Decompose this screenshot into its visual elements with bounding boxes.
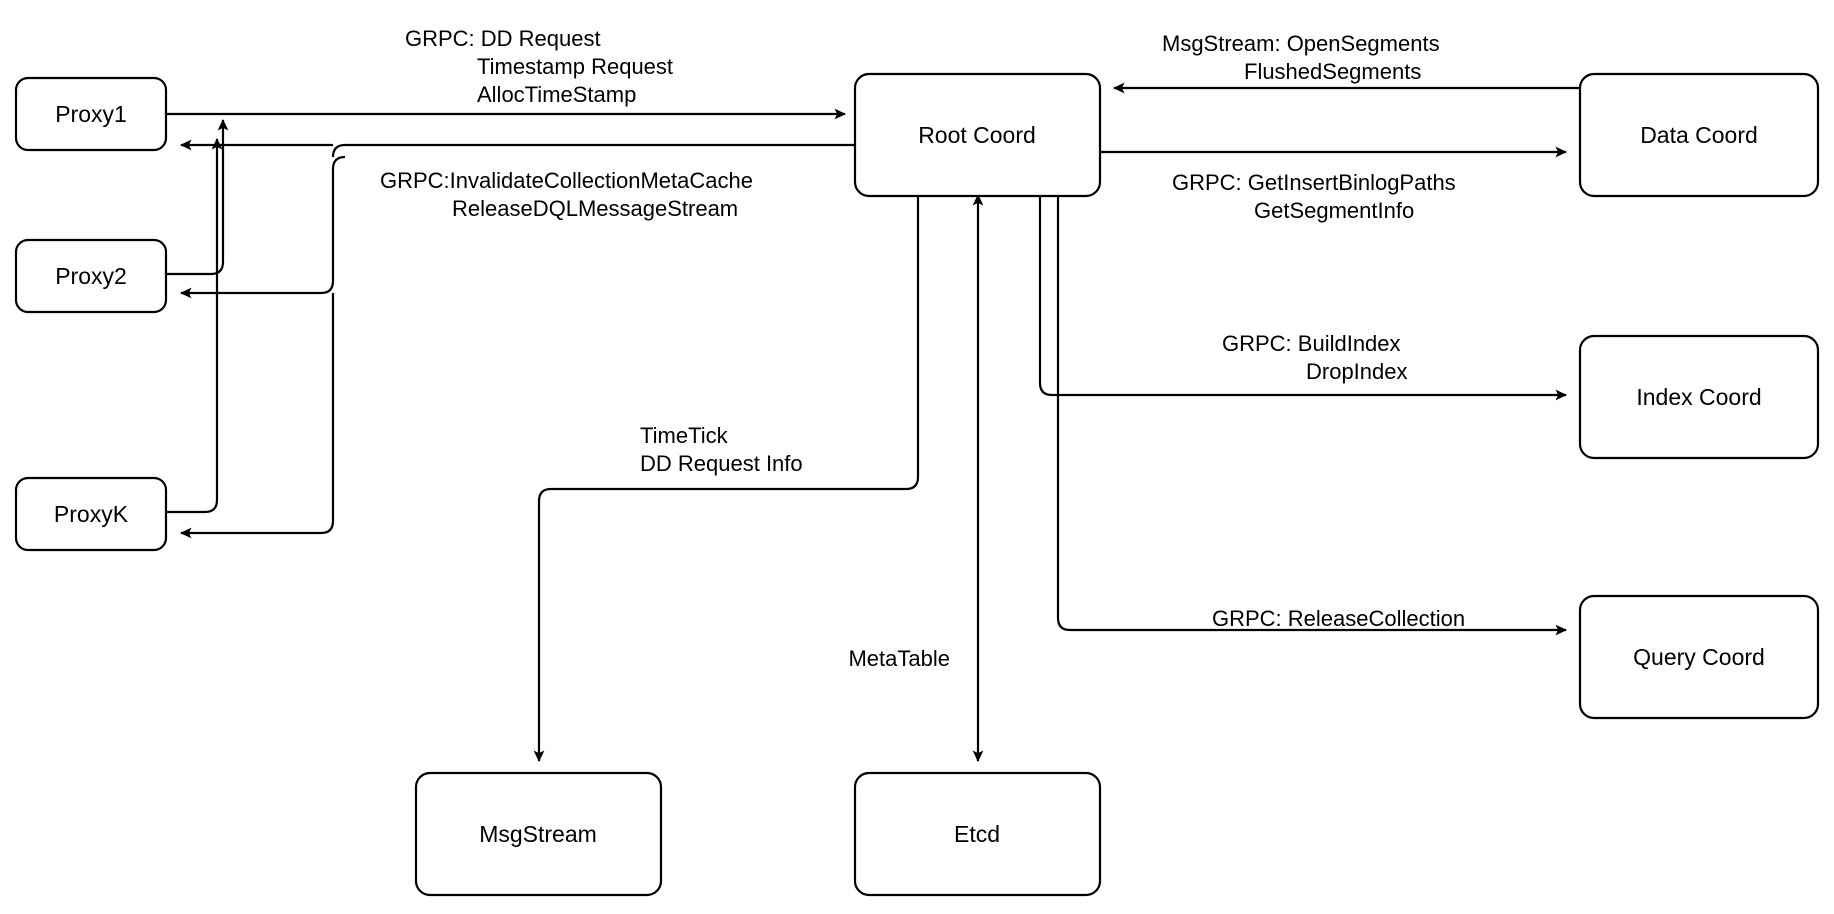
- label-proxy-to-rootcoord-line3: AllocTimeStamp: [477, 82, 636, 107]
- node-proxy2-rect[interactable]: [14, 238, 168, 314]
- label-proxy-to-rootcoord-line1: GRPC: DD Request: [405, 26, 601, 51]
- label-rootcoord-to-etcd-line1: MetaTable: [848, 646, 950, 671]
- node-etcd-label: Etcd: [954, 821, 1000, 847]
- label-proxy-to-rootcoord: GRPC: DD Request Timestamp Request Alloc…: [405, 26, 673, 107]
- label-rootcoord-to-proxy-line1: GRPC:InvalidateCollectionMetaCache: [380, 168, 753, 193]
- node-msgstream-rect[interactable]: [414, 771, 663, 897]
- node-root-coord-label: Root Coord: [918, 122, 1036, 148]
- label-rootcoord-to-querycoord: GRPC: ReleaseCollection: [1212, 606, 1465, 631]
- node-proxyk-label: ProxyK: [54, 501, 129, 527]
- node-proxy1-rect[interactable]: [14, 76, 168, 152]
- edge-proxyk-to-trunk: [167, 138, 223, 514]
- label-rootcoord-to-indexcoord-line1: GRPC: BuildIndex: [1222, 331, 1401, 356]
- edge-rootcoord-to-indexcoord: [1038, 195, 1567, 401]
- node-proxy1-label: Proxy1: [55, 101, 127, 127]
- label-rootcoord-to-datacoord: GRPC: GetInsertBinlogPaths GetSegmentInf…: [1172, 170, 1456, 223]
- node-proxy2-label: Proxy2: [55, 263, 127, 289]
- edge-rootcoord-to-querycoord: [1056, 195, 1567, 636]
- node-etcd[interactable]: Etcd: [853, 771, 1102, 897]
- node-query-coord-rect[interactable]: [1578, 594, 1820, 720]
- node-msgstream-label: MsgStream: [479, 821, 597, 847]
- label-rootcoord-to-msgstream-line2: DD Request Info: [640, 451, 803, 476]
- label-datacoord-to-rootcoord-line1: MsgStream: OpenSegments: [1162, 31, 1440, 56]
- node-index-coord-rect[interactable]: [1578, 334, 1820, 460]
- node-root-coord-rect[interactable]: [853, 72, 1102, 198]
- node-query-coord[interactable]: Query Coord: [1578, 594, 1820, 720]
- label-rootcoord-to-datacoord-line2: GetSegmentInfo: [1254, 198, 1414, 223]
- label-proxy-to-rootcoord-line2: Timestamp Request: [477, 54, 673, 79]
- label-datacoord-to-rootcoord: MsgStream: OpenSegments FlushedSegments: [1162, 31, 1440, 84]
- label-rootcoord-to-msgstream: TimeTick DD Request Info: [640, 423, 803, 476]
- node-data-coord[interactable]: Data Coord: [1578, 72, 1820, 198]
- edge-proxy2-to-trunk: [167, 119, 229, 276]
- node-proxyk[interactable]: ProxyK: [14, 476, 168, 552]
- label-rootcoord-to-indexcoord-line2: DropIndex: [1306, 359, 1408, 384]
- edge-rootcoord-to-msgstream: [533, 195, 920, 762]
- node-data-coord-label: Data Coord: [1640, 122, 1758, 148]
- edge-rootcoord-to-proxyk: [180, 293, 335, 539]
- node-root-coord[interactable]: Root Coord: [853, 72, 1102, 198]
- node-index-coord-label: Index Coord: [1636, 384, 1761, 410]
- node-etcd-rect[interactable]: [853, 771, 1102, 897]
- label-rootcoord-to-indexcoord: GRPC: BuildIndex DropIndex: [1222, 331, 1408, 384]
- label-datacoord-to-rootcoord-line2: FlushedSegments: [1244, 59, 1421, 84]
- label-rootcoord-to-datacoord-line1: GRPC: GetInsertBinlogPaths: [1172, 170, 1456, 195]
- node-proxy2[interactable]: Proxy2: [14, 238, 168, 314]
- node-query-coord-label: Query Coord: [1633, 644, 1765, 670]
- label-rootcoord-to-proxy: GRPC:InvalidateCollectionMetaCache Relea…: [380, 168, 753, 221]
- node-proxyk-rect[interactable]: [14, 476, 168, 552]
- label-rootcoord-to-proxy-line2: ReleaseDQLMessageStream: [452, 196, 738, 221]
- label-rootcoord-to-querycoord-line1: GRPC: ReleaseCollection: [1212, 606, 1465, 631]
- label-rootcoord-to-msgstream-line1: TimeTick: [640, 423, 729, 448]
- node-proxy1[interactable]: Proxy1: [14, 76, 168, 152]
- node-index-coord[interactable]: Index Coord: [1578, 334, 1820, 460]
- label-rootcoord-to-etcd: MetaTable: [848, 646, 950, 671]
- node-data-coord-rect[interactable]: [1578, 72, 1820, 198]
- edge-rootcoord-to-proxy2: [180, 155, 346, 299]
- edge-rootcoord-to-proxy1: [180, 139, 855, 158]
- node-msgstream[interactable]: MsgStream: [414, 771, 663, 897]
